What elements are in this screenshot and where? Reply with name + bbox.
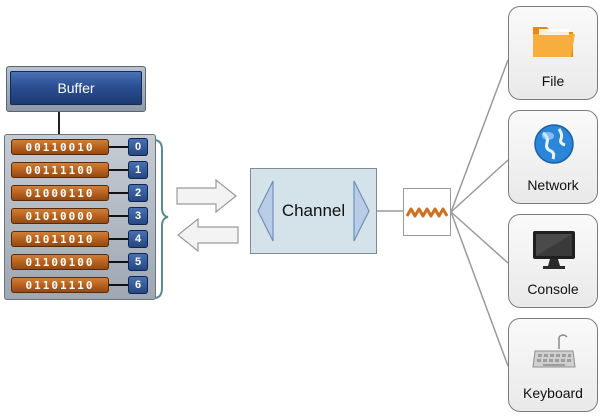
buffer-index-3: 3 [128,207,148,225]
device-label-keyboard: Keyboard [523,385,583,401]
write-arrow [176,178,237,214]
buffer-index-5: 5 [128,253,148,271]
buffer-index-2: 2 [128,184,148,202]
buffer-cell-4: 01011010 [11,231,109,247]
buffer-cell-2: 01000110 [11,185,109,201]
fan-line-file [450,59,509,213]
device-file[interactable]: File [508,6,598,100]
device-console[interactable]: Console [508,214,598,308]
device-label-file: File [541,73,565,89]
folder-icon [533,27,575,57]
fan-line-console [450,211,509,264]
bracket-brace [153,139,169,299]
channel-right-chevron-icon [353,180,370,242]
buffer-index-0: 0 [128,138,148,156]
buffer-cell-0: 00110010 [11,139,109,155]
buffer-cell-1: 00111100 [11,162,109,178]
buffer-title: Buffer [10,71,142,105]
device-network[interactable]: Network [508,110,598,204]
buffer-cell-5: 01100100 [11,254,109,270]
device-keyboard[interactable]: Keyboard [508,318,598,412]
device-label-console: Console [527,281,579,297]
channel-label: Channel [281,201,346,220]
buffer-cell-6: 01101110 [11,277,109,293]
read-arrow [177,217,239,253]
buffer-cell-3: 01010000 [11,208,109,224]
signal-filter-box [403,188,451,236]
channel-box: Channel [250,168,377,254]
keyboard-icon [532,334,576,368]
device-label-network: Network [527,177,579,193]
fan-line-network [450,159,509,213]
monitor-icon [533,231,575,269]
buffer-index-1: 1 [128,161,148,179]
channel-left-chevron-icon [257,180,274,242]
buffer-panel: 00110010 00111100 01000110 01010000 0101… [4,134,156,300]
fan-line-keyboard [450,211,509,367]
buffer-index-6: 6 [128,276,148,294]
zigzag-signal-icon [405,207,449,218]
globe-icon [534,124,574,164]
buffer-index-4: 4 [128,230,148,248]
cell-connector-lines [109,146,128,286]
buffer-header: Buffer [6,66,146,112]
